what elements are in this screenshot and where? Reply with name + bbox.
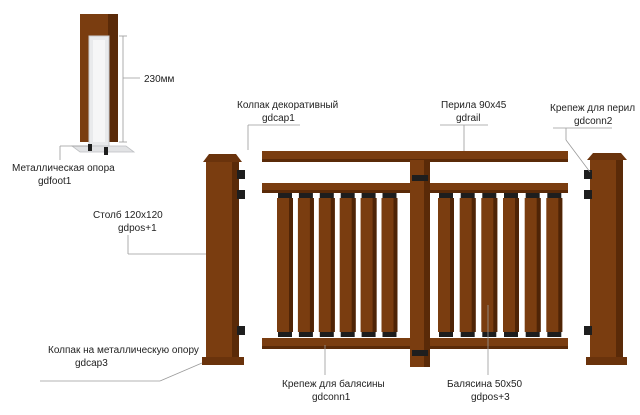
- baluster-bracket: [319, 332, 334, 337]
- baluster-conn-code-label: gdconn1: [312, 392, 351, 403]
- left-post-shade: [232, 162, 239, 365]
- right-bracket: [584, 326, 592, 335]
- foot-base-plate: [70, 145, 136, 153]
- baluster-bracket: [547, 193, 562, 198]
- baluster-shade: [289, 198, 293, 332]
- post-name-label: Столб 120х120: [93, 209, 163, 221]
- baluster-code-label: gdpos+3: [471, 392, 510, 403]
- baluster-bracket: [460, 193, 475, 198]
- baluster-conn-name-label: Крепеж для балясины: [282, 378, 385, 390]
- baluster-name-label: Балясина 50х50: [447, 379, 523, 390]
- baluster-bracket-group: [278, 193, 562, 337]
- foot-cap-leader: [159, 362, 203, 382]
- right-post-cap: [587, 153, 627, 160]
- baluster-bracket: [547, 332, 562, 337]
- left-bracket: [237, 190, 245, 199]
- rail-code-label: gdrail: [456, 113, 480, 124]
- baluster-bracket: [340, 193, 355, 198]
- baluster-bracket: [504, 193, 518, 198]
- baluster-bracket: [504, 332, 518, 337]
- foot-metal-plate-inner: [93, 40, 105, 142]
- baluster-shade: [372, 198, 377, 332]
- foot-cap-name-label: Колпак на металлическую опору: [48, 345, 199, 356]
- baluster-shade: [309, 198, 314, 332]
- baluster-shade: [558, 198, 563, 332]
- baluster-bracket: [340, 332, 355, 337]
- baluster-bracket: [278, 193, 292, 198]
- baluster-bracket: [482, 332, 497, 337]
- center-bracket: [412, 175, 428, 181]
- foot-name-label: Металлическая опора: [12, 163, 115, 174]
- foot-post-wood-shade: [108, 14, 118, 142]
- baluster-shade: [393, 198, 398, 332]
- right-post-shade: [616, 160, 623, 365]
- baluster-bracket: [525, 332, 540, 337]
- rail-conn-code-label: gdconn2: [574, 116, 613, 127]
- cap-code-label: gdcap1: [262, 113, 295, 124]
- foot-bolt: [104, 147, 108, 155]
- baluster-bracket: [439, 193, 453, 198]
- baluster-bracket: [460, 332, 475, 337]
- post-code-label: gdpos+1: [118, 223, 157, 234]
- baluster-bracket: [439, 332, 453, 337]
- baluster-bracket: [298, 332, 313, 337]
- center-bracket: [412, 350, 428, 356]
- baluster-bracket: [361, 332, 376, 337]
- metal-foot-illustration: [70, 14, 140, 155]
- left-bracket: [237, 326, 245, 335]
- baluster-bracket: [382, 332, 397, 337]
- left-bracket: [237, 170, 245, 179]
- cap-name-label: Колпак декоративный: [237, 100, 338, 111]
- left-post-cap: [203, 154, 242, 162]
- baluster-shade: [515, 198, 519, 332]
- baluster-shade: [330, 198, 335, 332]
- rail-name-label: Перила 90х45: [441, 100, 507, 111]
- top-rail: [262, 151, 568, 162]
- baluster-bracket: [482, 193, 497, 198]
- rail-conn-leader: [565, 139, 591, 173]
- baluster-bracket: [382, 193, 397, 198]
- right-bracket: [584, 170, 592, 179]
- baluster-shade: [493, 198, 498, 332]
- right-bracket: [584, 190, 592, 199]
- baluster-bracket: [361, 193, 376, 198]
- baluster-shade: [351, 198, 356, 332]
- foot-bolt: [88, 144, 92, 151]
- baluster-bracket: [319, 193, 334, 198]
- baluster-bracket: [525, 193, 540, 198]
- height-dimension-label: 230мм: [144, 74, 175, 85]
- baluster-bracket: [298, 193, 313, 198]
- baluster-shade: [536, 198, 541, 332]
- right-foot-cap: [586, 357, 627, 365]
- foot-code-label: gdfoot1: [38, 176, 72, 187]
- center-post-shade: [424, 160, 430, 367]
- baluster-group: [277, 198, 563, 332]
- baluster-shade: [471, 198, 476, 332]
- foot-cap-code-label: gdcap3: [75, 358, 108, 369]
- left-foot-cap: [202, 357, 244, 365]
- baluster-shade: [450, 198, 454, 332]
- railing-assembly: [202, 151, 627, 367]
- baluster-bracket: [278, 332, 292, 337]
- rail-conn-name-label: Крепеж для перил: [550, 103, 635, 114]
